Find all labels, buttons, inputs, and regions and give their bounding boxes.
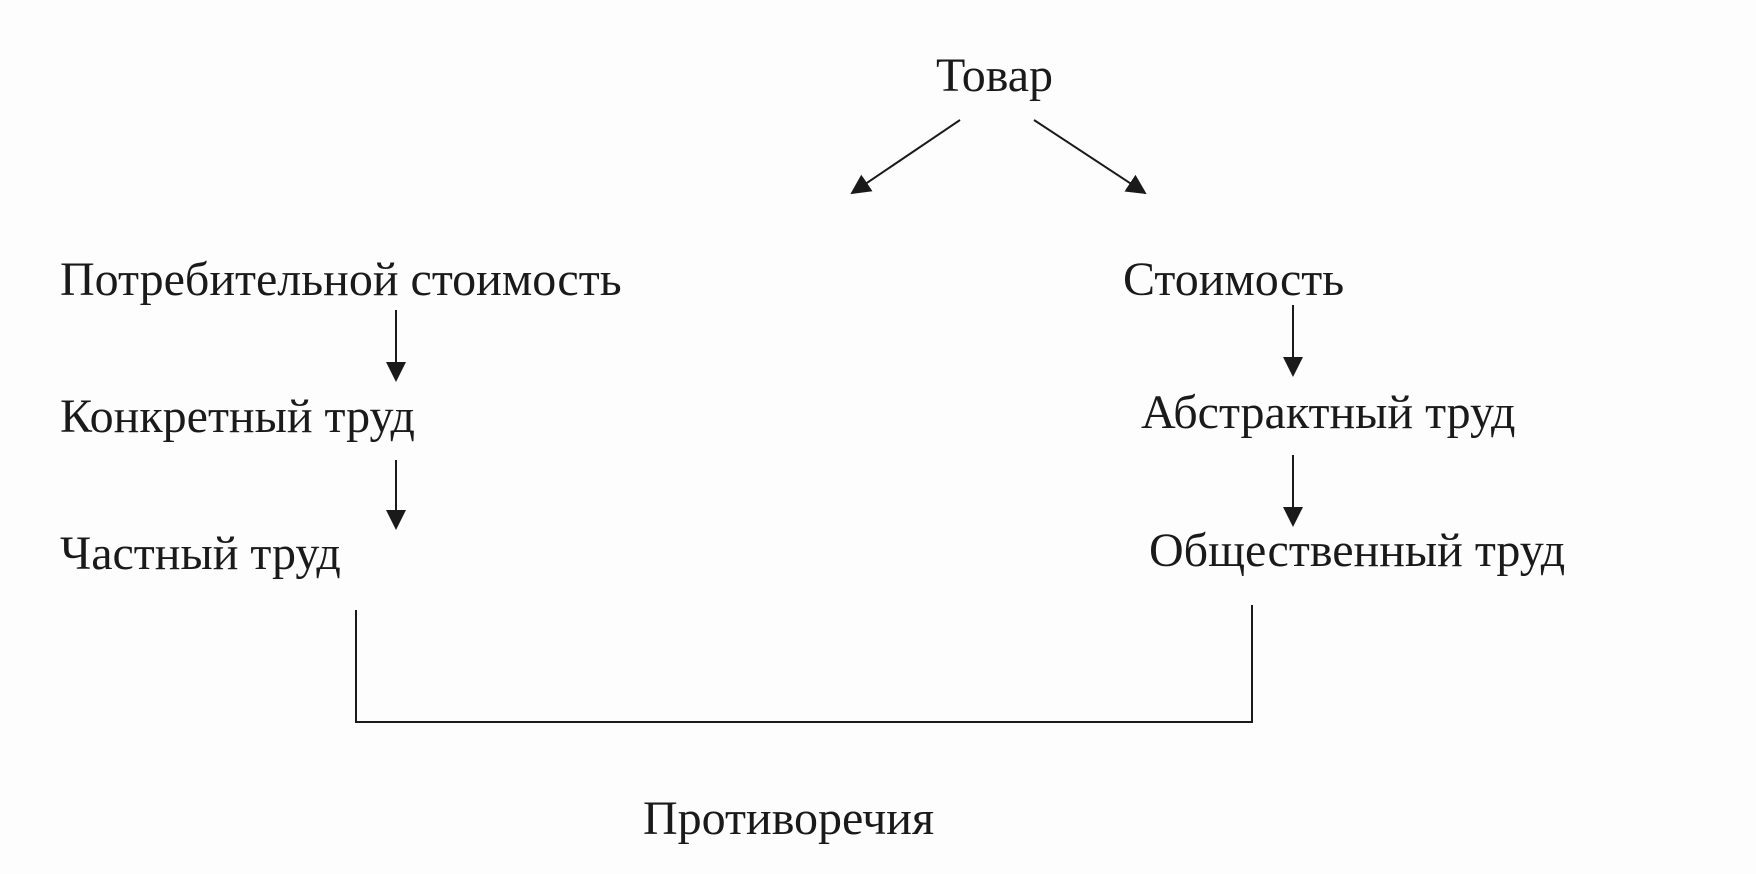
node-value: Стоимость [1123,253,1345,306]
node-concrete-labor: Конкретный труд [60,390,415,443]
arrow-root-to-use-value [850,119,961,195]
node-private-labor: Частный труд [60,527,341,580]
node-root: Товар [936,49,1054,102]
node-use-value: Потребительной стоимость [60,253,622,306]
node-contradictions: Противоречия [643,792,935,845]
contradiction-bracket [355,605,1253,723]
node-social-labor: Общественный труд [1149,524,1566,577]
node-abstract-labor: Абстрактный труд [1141,386,1516,439]
arrow-root-to-value [1033,119,1147,195]
